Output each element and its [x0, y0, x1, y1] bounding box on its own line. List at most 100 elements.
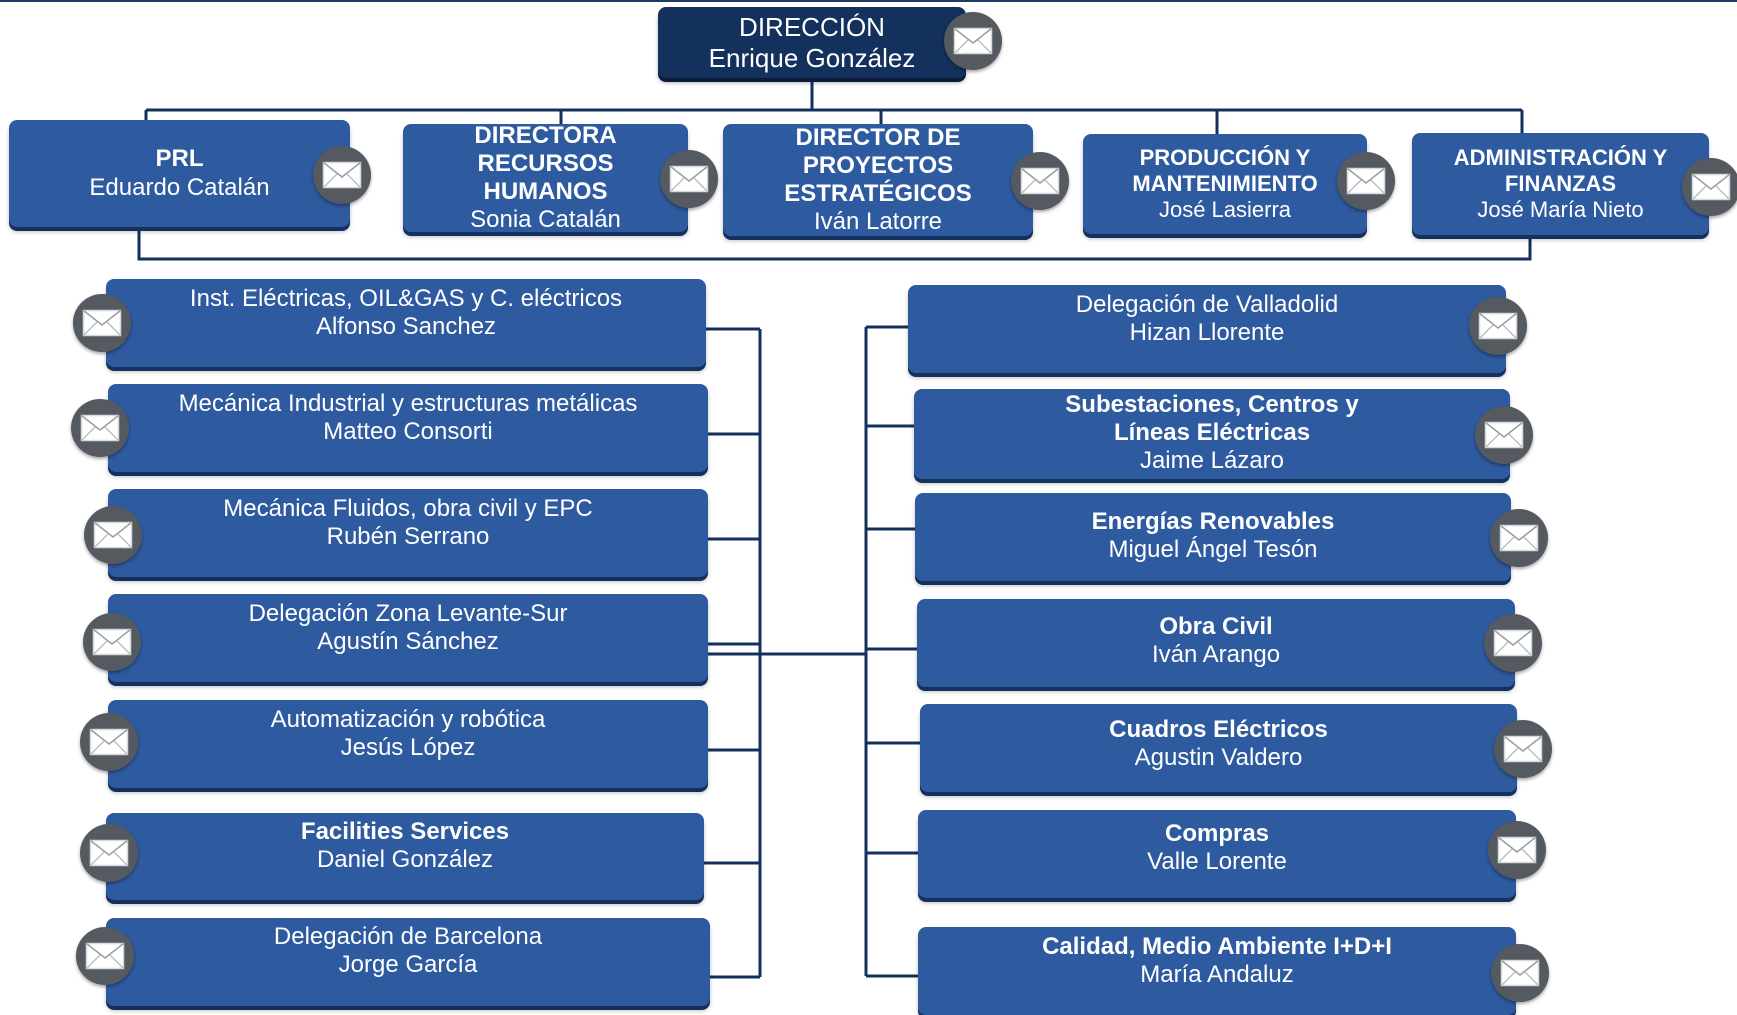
envelope-icon[interactable] — [1490, 509, 1548, 567]
envelope-glyph — [92, 628, 132, 656]
envelope-glyph — [1500, 959, 1540, 987]
unit-box-right-7: Calidad, Medio Ambiente I+D+I María Anda… — [918, 927, 1516, 1015]
envelope-glyph — [1020, 167, 1060, 195]
unit-title: Calidad, Medio Ambiente I+D+I — [1042, 933, 1392, 960]
envelope-glyph — [1484, 421, 1524, 449]
envelope-icon[interactable] — [83, 613, 141, 671]
connector-bottom-bracket — [137, 226, 1532, 261]
dept-box-rrhh: DIRECTORA RECURSOS HUMANOS Sonia Catalán — [403, 121, 688, 234]
dept-title: PRODUCCIÓN Y MANTENIMIENTO — [1132, 145, 1318, 197]
unit-box-left-5: Automatización y robótica Jesús López — [108, 700, 708, 788]
unit-box-left-4: Delegación Zona Levante-Sur Agustín Sánc… — [108, 594, 708, 682]
envelope-icon[interactable] — [1337, 152, 1395, 210]
unit-title: Mecánica Fluidos, obra civil y EPC — [223, 495, 593, 522]
unit-box-right-2: Subestaciones, Centros y Líneas Eléctric… — [914, 389, 1510, 479]
dept-name: Iván Latorre — [813, 208, 943, 236]
unit-title: Delegación Zona Levante-Sur — [248, 600, 568, 627]
unit-name: Iván Arango — [1151, 641, 1281, 669]
envelope-icon[interactable] — [76, 927, 134, 985]
envelope-icon[interactable] — [1491, 944, 1549, 1002]
envelope-icon[interactable] — [1494, 720, 1552, 778]
envelope-icon[interactable] — [944, 12, 1002, 70]
envelope-icon[interactable] — [71, 399, 129, 457]
dept-box-prl: PRL Eduardo Catalán — [9, 120, 350, 227]
dept-name: José Lasierra — [1158, 196, 1292, 222]
unit-title: Automatización y robótica — [270, 706, 546, 733]
unit-box-right-4: Obra Civil Iván Arango — [917, 599, 1515, 687]
unit-name: María Andaluz — [1140, 961, 1294, 989]
unit-title: Obra Civil — [1159, 613, 1273, 640]
unit-name: Hizan Llorente — [1129, 319, 1285, 347]
director-name: Enrique González — [708, 42, 916, 73]
unit-title: Energías Renovables — [1091, 508, 1335, 535]
unit-name: Matteo Consorti — [323, 418, 493, 446]
envelope-icon[interactable] — [1484, 614, 1542, 672]
envelope-glyph — [85, 942, 125, 970]
unit-title: Mecánica Industrial y estructuras metáli… — [178, 390, 638, 417]
unit-title: Delegación de Barcelona — [273, 923, 543, 950]
unit-box-left-3: Mecánica Fluidos, obra civil y EPC Rubén… — [108, 489, 708, 577]
unit-box-left-6: Facilities Services Daniel González — [106, 813, 704, 900]
top-border — [0, 0, 1737, 2]
envelope-glyph — [89, 839, 129, 867]
unit-name: Daniel González — [316, 846, 494, 874]
envelope-glyph — [89, 728, 129, 756]
unit-name: Jaime Lázaro — [1139, 447, 1285, 475]
envelope-glyph — [953, 27, 993, 55]
envelope-glyph — [82, 309, 122, 337]
dept-name: Eduardo Catalán — [89, 173, 270, 201]
envelope-icon[interactable] — [80, 824, 138, 882]
unit-box-right-1: Delegación de Valladolid Hizan Llorente — [908, 285, 1506, 373]
unit-box-left-1: Inst. Eléctricas, OIL&GAS y C. eléctrico… — [106, 279, 706, 367]
envelope-icon[interactable] — [73, 294, 131, 352]
unit-box-right-6: Compras Valle Lorente — [918, 810, 1516, 898]
envelope-glyph — [1691, 173, 1731, 201]
dept-box-proyectos: DIRECTOR DE PROYECTOS ESTRATÉGICOS Iván … — [723, 124, 1033, 236]
envelope-glyph — [322, 161, 362, 189]
envelope-glyph — [669, 165, 709, 193]
director-box: DIRECCIÓN Enrique González — [658, 7, 966, 78]
dept-name: Sonia Catalán — [470, 206, 621, 234]
envelope-glyph — [1346, 167, 1386, 195]
dept-title: ADMINISTRACIÓN Y FINANZAS — [1453, 145, 1668, 197]
envelope-icon[interactable] — [80, 713, 138, 771]
unit-title: Cuadros Eléctricos — [1109, 716, 1328, 743]
unit-title: Inst. Eléctricas, OIL&GAS y C. eléctrico… — [189, 285, 623, 312]
envelope-icon[interactable] — [1011, 152, 1069, 210]
unit-title: Subestaciones, Centros y Líneas Eléctric… — [1065, 391, 1359, 447]
unit-name: Alfonso Sanchez — [315, 313, 497, 341]
unit-box-left-2: Mecánica Industrial y estructuras metáli… — [108, 384, 708, 472]
unit-name: Agustin Valdero — [1134, 744, 1303, 772]
envelope-icon[interactable] — [1488, 821, 1546, 879]
envelope-icon[interactable] — [313, 146, 371, 204]
unit-name: Valle Lorente — [1147, 848, 1287, 876]
envelope-icon[interactable] — [1475, 406, 1533, 464]
dept-title: DIRECTOR DE PROYECTOS ESTRATÉGICOS — [784, 123, 972, 207]
dept-box-produccion: PRODUCCIÓN Y MANTENIMIENTO José Lasierra — [1083, 134, 1367, 234]
envelope-icon[interactable] — [1469, 297, 1527, 355]
dept-title: PRL — [155, 145, 204, 173]
envelope-glyph — [1499, 524, 1539, 552]
envelope-glyph — [1478, 312, 1518, 340]
envelope-icon[interactable] — [660, 150, 718, 208]
envelope-glyph — [80, 414, 120, 442]
unit-title: Facilities Services — [300, 818, 510, 845]
unit-name: Jorge García — [338, 951, 478, 979]
unit-box-left-7: Delegación de Barcelona Jorge García — [106, 918, 710, 1006]
unit-box-right-3: Energías Renovables Miguel Ángel Tesón — [915, 493, 1511, 581]
envelope-glyph — [1503, 735, 1543, 763]
dept-box-admin: ADMINISTRACIÓN Y FINANZAS José María Nie… — [1412, 133, 1709, 235]
unit-name: Agustín Sánchez — [317, 628, 499, 656]
unit-name: Miguel Ángel Tesón — [1108, 536, 1318, 564]
unit-title: Compras — [1164, 820, 1270, 847]
unit-name: Jesús López — [340, 734, 476, 762]
unit-name: Rubén Serrano — [326, 523, 490, 551]
envelope-glyph — [93, 521, 133, 549]
unit-box-right-5: Cuadros Eléctricos Agustin Valdero — [920, 704, 1517, 792]
envelope-icon[interactable] — [1682, 158, 1737, 216]
envelope-icon[interactable] — [84, 506, 142, 564]
dept-title: DIRECTORA RECURSOS HUMANOS — [474, 121, 617, 205]
envelope-glyph — [1497, 836, 1537, 864]
dept-name: José María Nieto — [1477, 196, 1644, 222]
